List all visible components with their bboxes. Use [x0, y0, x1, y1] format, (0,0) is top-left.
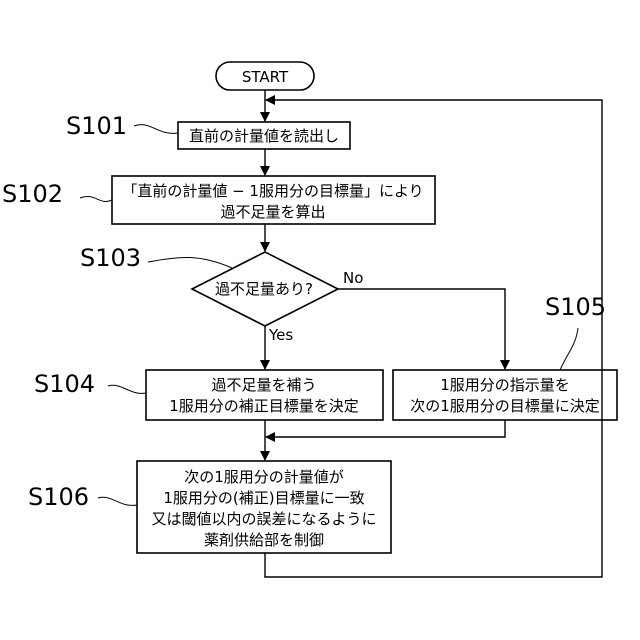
s103-label: S103 — [80, 244, 141, 272]
s104-leader — [108, 385, 146, 393]
s103-leader — [148, 257, 232, 268]
s104-label: S104 — [34, 370, 95, 398]
s103-no-label: No — [343, 269, 363, 287]
s101-label: S101 — [66, 112, 127, 140]
start-terminal: START — [216, 62, 314, 90]
s105-text-2: 次の1服用分の目標量に決定 — [410, 397, 600, 415]
s102-label: S102 — [2, 180, 63, 208]
s105-leader — [560, 328, 578, 370]
step-s103: 過不足量あり? S103 No Yes — [80, 244, 363, 344]
s101-text: 直前の計量値を読出し — [189, 127, 339, 145]
s105-label: S105 — [545, 293, 606, 321]
s106-text-4: 薬剤供給部を制御 — [204, 531, 324, 549]
s101-leader — [134, 125, 178, 134]
arrow-s105-merge — [266, 420, 505, 437]
step-s101: 直前の計量値を読出し S101 — [66, 112, 350, 149]
s106-text-2: 1服用分の(補正)目標量に一致 — [163, 489, 364, 507]
s106-text-3: 又は閾値以内の誤差になるように — [151, 510, 376, 528]
s106-text-1: 次の1服用分の計量値が — [184, 468, 344, 486]
s104-text-2: 1服用分の補正目標量を決定 — [169, 397, 359, 415]
s104-text-1: 過不足量を補う — [211, 376, 316, 394]
step-s104: 過不足量を補う 1服用分の補正目標量を決定 S104 — [34, 370, 383, 420]
start-label: START — [242, 68, 289, 86]
step-s106: 次の1服用分の計量値が 1服用分の(補正)目標量に一致 又は閾値以内の誤差になる… — [28, 461, 391, 553]
s103-yes-label: Yes — [268, 326, 293, 344]
s102-text-2: 過不足量を算出 — [220, 203, 325, 221]
step-s102: 「直前の計量値 − 1服用分の目標量」により 過不足量を算出 S102 — [2, 176, 435, 224]
s106-leader — [98, 497, 137, 505]
s105-text-1: 1服用分の指示量を — [440, 376, 570, 394]
s106-label: S106 — [28, 483, 89, 511]
s103-text: 過不足量あり? — [215, 280, 313, 298]
s102-leader — [80, 196, 112, 201]
arrow-s103-s105 — [338, 289, 505, 369]
s102-text-1: 「直前の計量値 − 1服用分の目標量」により — [122, 182, 423, 200]
